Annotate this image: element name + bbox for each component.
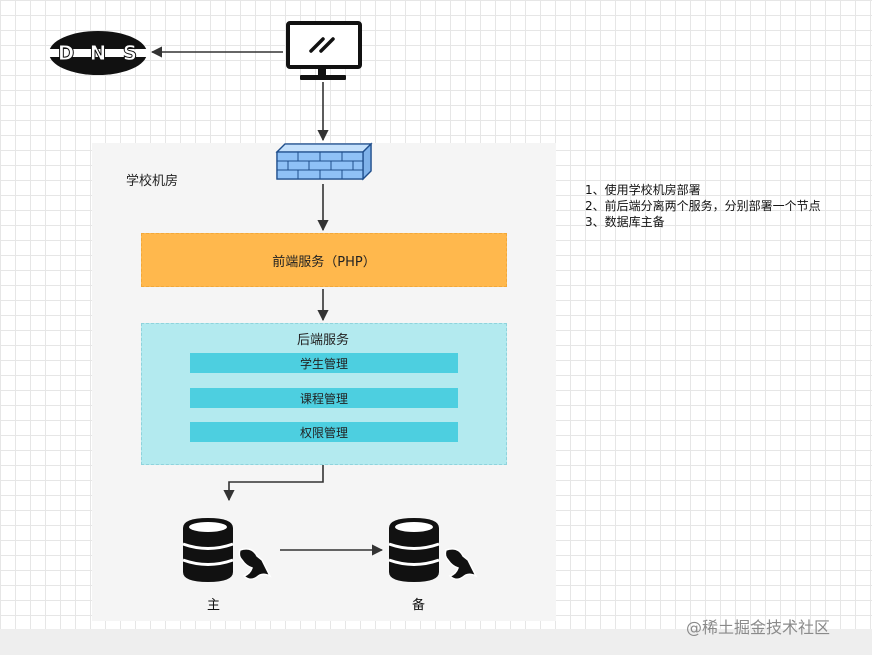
frontend-service-box[interactable]: 前端服务（PHP） — [141, 233, 507, 287]
note-line-2: 2、前后端分离两个服务，分别部署一个节点 — [585, 199, 821, 213]
note-line-3: 3、数据库主备 — [585, 215, 665, 229]
arrow-backend-to-primary-db — [223, 465, 324, 502]
module-student-management[interactable]: 学生管理 — [190, 353, 458, 373]
monitor-icon[interactable] — [286, 21, 362, 80]
module-course-management[interactable]: 课程管理 — [190, 388, 458, 408]
dolphin-icon — [238, 548, 272, 580]
dns-letter: N — [90, 41, 107, 65]
notes-text: 1、使用学校机房部署 2、前后端分离两个服务，分别部署一个节点 3、数据库主备 — [585, 182, 821, 230]
standby-database-icon[interactable] — [388, 518, 478, 582]
primary-db-label: 主 — [207, 598, 221, 613]
region-label: 学校机房 — [126, 174, 179, 189]
module-permission-management[interactable]: 权限管理 — [190, 422, 458, 442]
dns-letter: D — [58, 41, 75, 65]
backend-service-title: 后端服务 — [297, 333, 350, 348]
standby-db-label: 备 — [412, 598, 426, 613]
canvas-bottom-strip — [0, 629, 872, 655]
dns-logo-icon[interactable]: D N S — [48, 31, 148, 75]
dolphin-icon — [444, 548, 478, 580]
primary-database-icon[interactable] — [182, 518, 272, 582]
platform-watermark: @稀土掘金技术社区 — [686, 618, 831, 637]
firewall-icon[interactable] — [275, 142, 373, 181]
module-label: 学生管理 — [299, 356, 348, 371]
note-line-1: 1、使用学校机房部署 — [585, 183, 701, 197]
frontend-service-label: 前端服务（PHP） — [272, 254, 376, 270]
dns-letter: S — [123, 41, 137, 65]
module-label: 权限管理 — [299, 425, 348, 440]
module-label: 课程管理 — [299, 391, 348, 406]
